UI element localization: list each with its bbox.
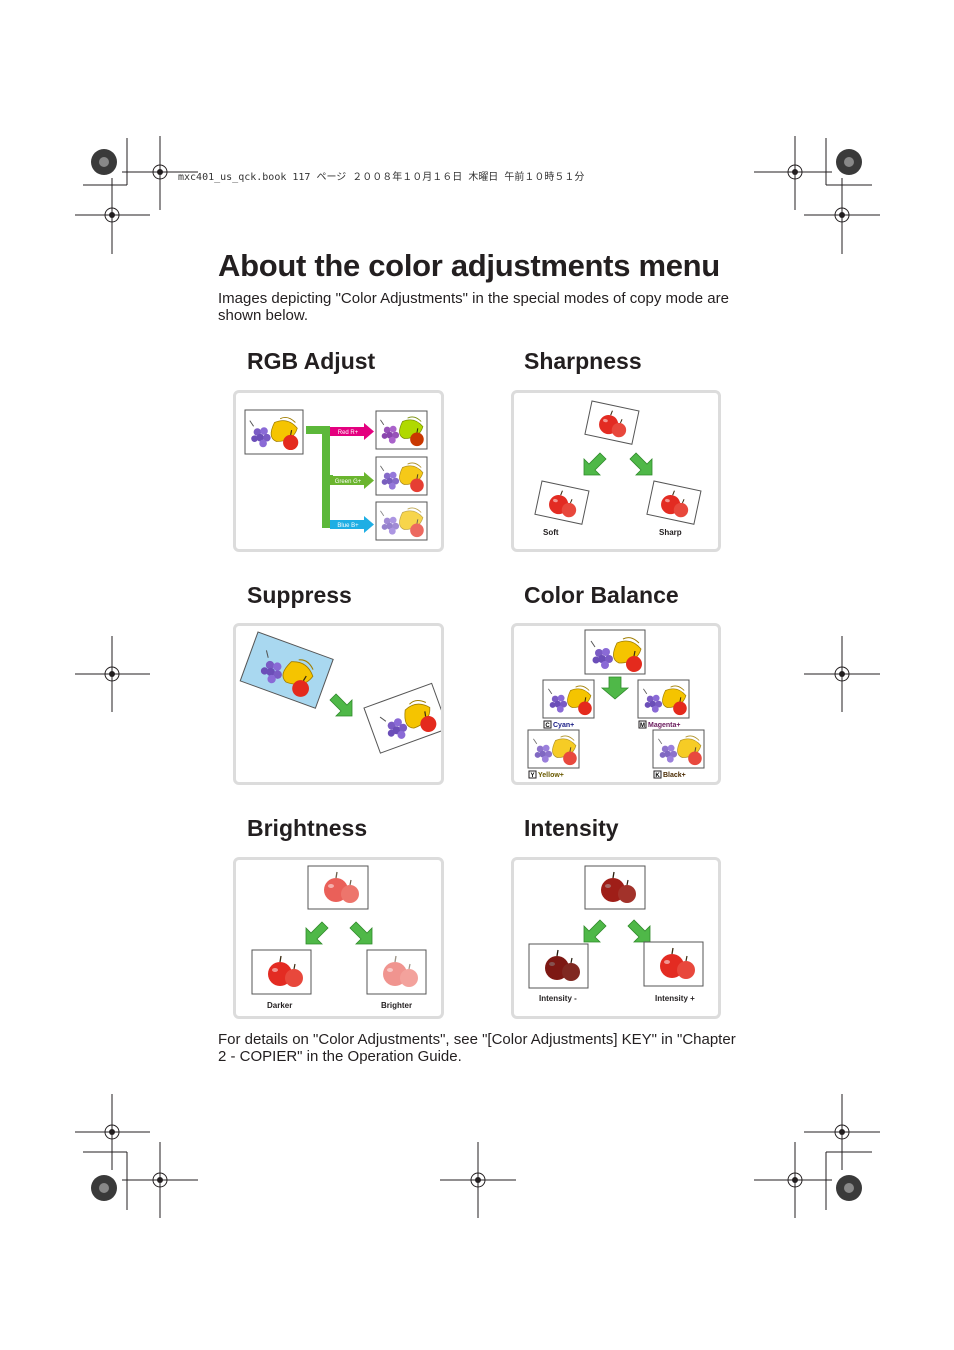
rgb-adjust-heading: RGB Adjust: [247, 348, 376, 374]
brightness-panel: Darker Brighter: [233, 857, 444, 1019]
footer-note: For details on "Color Adjustments", see …: [218, 1031, 736, 1065]
color-balance-panel: C M Y K Cyan+ Magenta+ Yellow+ Black+: [511, 623, 721, 785]
sharpness-heading: Sharpness: [524, 348, 642, 374]
intensity-minus-label: Intensity -: [539, 994, 577, 1003]
intro-text: Images depicting "Color Adjustments" in …: [218, 290, 729, 324]
rgb-red-label: Red R+: [338, 430, 359, 436]
cyan-label: Cyan+: [553, 722, 574, 729]
suppress-heading: Suppress: [247, 582, 352, 608]
rgb-adjust-panel: Red R+ Green G+ Blue B+: [233, 390, 444, 552]
magenta-label: Magenta+: [648, 722, 680, 729]
rgb-blue-label: Blue B+: [337, 523, 359, 529]
page-title: About the color adjustments menu: [218, 248, 720, 283]
intensity-plus-label: Intensity +: [655, 994, 695, 1003]
yellow-label: Yellow+: [538, 772, 564, 779]
yellow-letter-icon: Y: [530, 773, 534, 779]
sharpness-panel: Soft Sharp: [511, 390, 721, 552]
magenta-letter-icon: M: [640, 723, 645, 729]
cyan-letter-icon: C: [545, 723, 550, 729]
rgb-adjust-illustration: Red R+ Green G+ Blue B+: [244, 409, 428, 541]
rgb-green-label: Green G+: [335, 479, 362, 485]
intensity-heading: Intensity: [524, 815, 619, 841]
brightness-brighter-label: Brighter: [381, 1001, 413, 1010]
print-metadata-line: mxc401_us_qck.book 117 ページ ２００８年１０月１６日 木…: [178, 172, 585, 183]
intensity-illustration: [528, 865, 704, 989]
black-letter-icon: K: [655, 773, 660, 779]
suppress-panel: [233, 623, 444, 785]
color-balance-heading: Color Balance: [524, 582, 679, 608]
sharpness-illustration: [534, 400, 702, 525]
brightness-heading: Brightness: [247, 815, 368, 841]
sharpness-sharp-label: Sharp: [659, 528, 682, 537]
brightness-darker-label: Darker: [267, 1001, 293, 1010]
sharpness-soft-label: Soft: [543, 528, 559, 537]
suppress-illustration: [239, 631, 441, 754]
brightness-illustration: [251, 865, 427, 995]
intensity-panel: Intensity - Intensity +: [511, 857, 721, 1019]
color-balance-illustration: C M Y K Cyan+ Magenta+ Yellow+ Black+: [527, 629, 705, 779]
black-label: Black+: [663, 772, 686, 779]
